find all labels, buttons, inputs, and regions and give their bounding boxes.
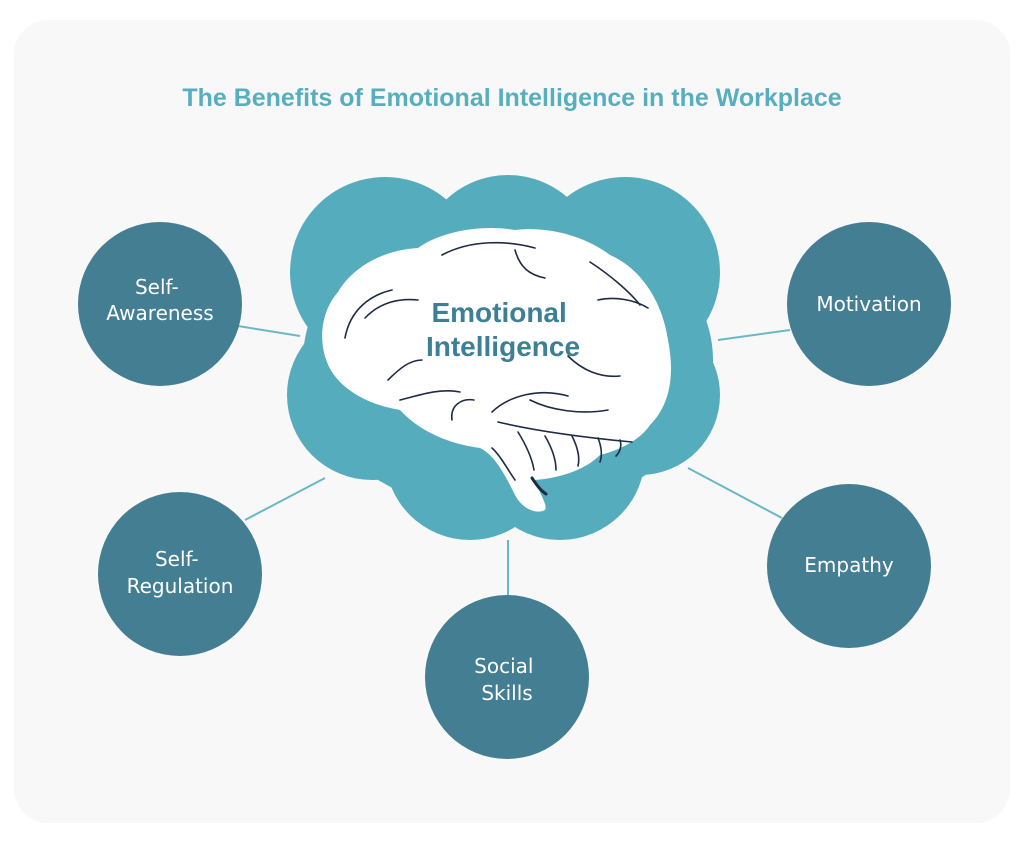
center-label: Emotional Intelligence xyxy=(426,297,580,362)
node-self-awareness: Self- Awareness xyxy=(78,222,242,386)
brain-icon xyxy=(322,228,671,512)
node-self-regulation: Self- Regulation xyxy=(98,492,262,656)
connector-empathy xyxy=(687,467,783,519)
node-self-regulation-line-1: Self- xyxy=(155,547,199,571)
node-social-skills: Social Skills xyxy=(425,595,589,759)
center-label-line-2: Intelligence xyxy=(426,331,580,362)
connector-self-awareness xyxy=(237,325,301,337)
node-social-skills-label: Social Skills xyxy=(474,654,540,705)
node-self-awareness-line-2: Awareness xyxy=(106,301,213,325)
node-self-awareness-line-1: Self- xyxy=(135,275,179,299)
node-self-awareness-label: Self- Awareness xyxy=(106,275,213,325)
node-social-skills-line-1: Social xyxy=(474,654,533,678)
center-label-line-1: Emotional xyxy=(431,297,566,328)
node-social-skills-line-2: Skills xyxy=(481,681,532,705)
node-empathy: Empathy xyxy=(767,484,931,648)
node-self-regulation-line-2: Regulation xyxy=(127,574,234,598)
node-motivation: Motivation xyxy=(787,222,951,386)
connector-self-regulation xyxy=(244,477,326,521)
node-self-regulation-label: Self- Regulation xyxy=(127,547,234,598)
node-motivation-label: Motivation xyxy=(816,292,921,316)
connector-motivation xyxy=(717,329,791,341)
connectors xyxy=(237,325,791,598)
node-empathy-label: Empathy xyxy=(804,553,894,577)
diagram-title: The Benefits of Emotional Intelligence i… xyxy=(182,84,842,112)
